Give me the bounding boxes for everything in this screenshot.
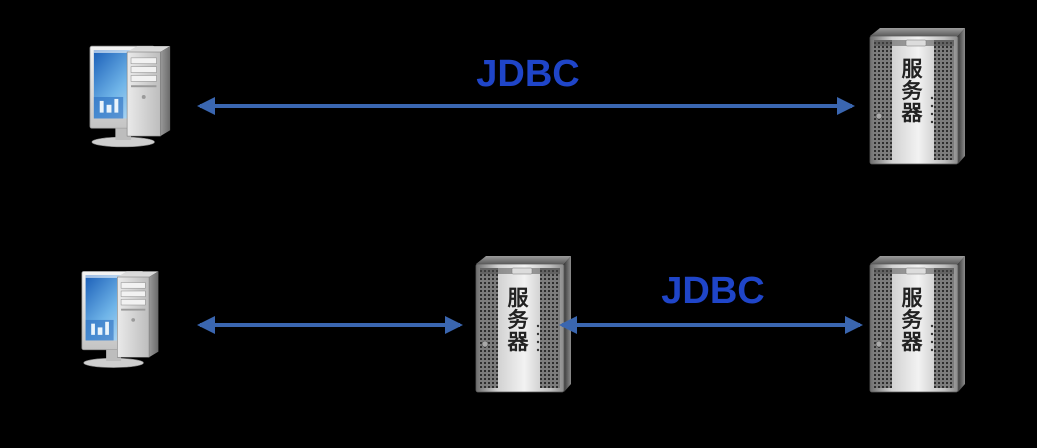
server-bottom-right: 服 务 器 xyxy=(869,255,966,393)
server-label-char-3: 器 xyxy=(901,101,924,125)
client-bottom xyxy=(81,270,159,369)
jdbc-label-top: JDBC xyxy=(476,53,579,95)
server-label-char-2: 务 xyxy=(902,308,924,332)
jdbc-label-bottom: JDBC xyxy=(661,270,764,312)
server-label-char-2: 务 xyxy=(902,79,924,103)
server-label-char-1: 服 xyxy=(508,286,530,310)
client-top xyxy=(89,45,171,148)
server-top: 服 务 器 xyxy=(869,27,966,165)
desktop-computer-icon xyxy=(81,270,159,369)
server-label-char-1: 服 xyxy=(902,57,924,81)
server-label-char-2: 务 xyxy=(508,308,530,332)
server-middle: 服 务 器 xyxy=(475,255,572,393)
desktop-computer-icon xyxy=(89,45,171,148)
server-label-char-3: 器 xyxy=(507,330,530,354)
server-label-char-1: 服 xyxy=(902,286,924,310)
server-label-char-3: 器 xyxy=(901,330,924,354)
